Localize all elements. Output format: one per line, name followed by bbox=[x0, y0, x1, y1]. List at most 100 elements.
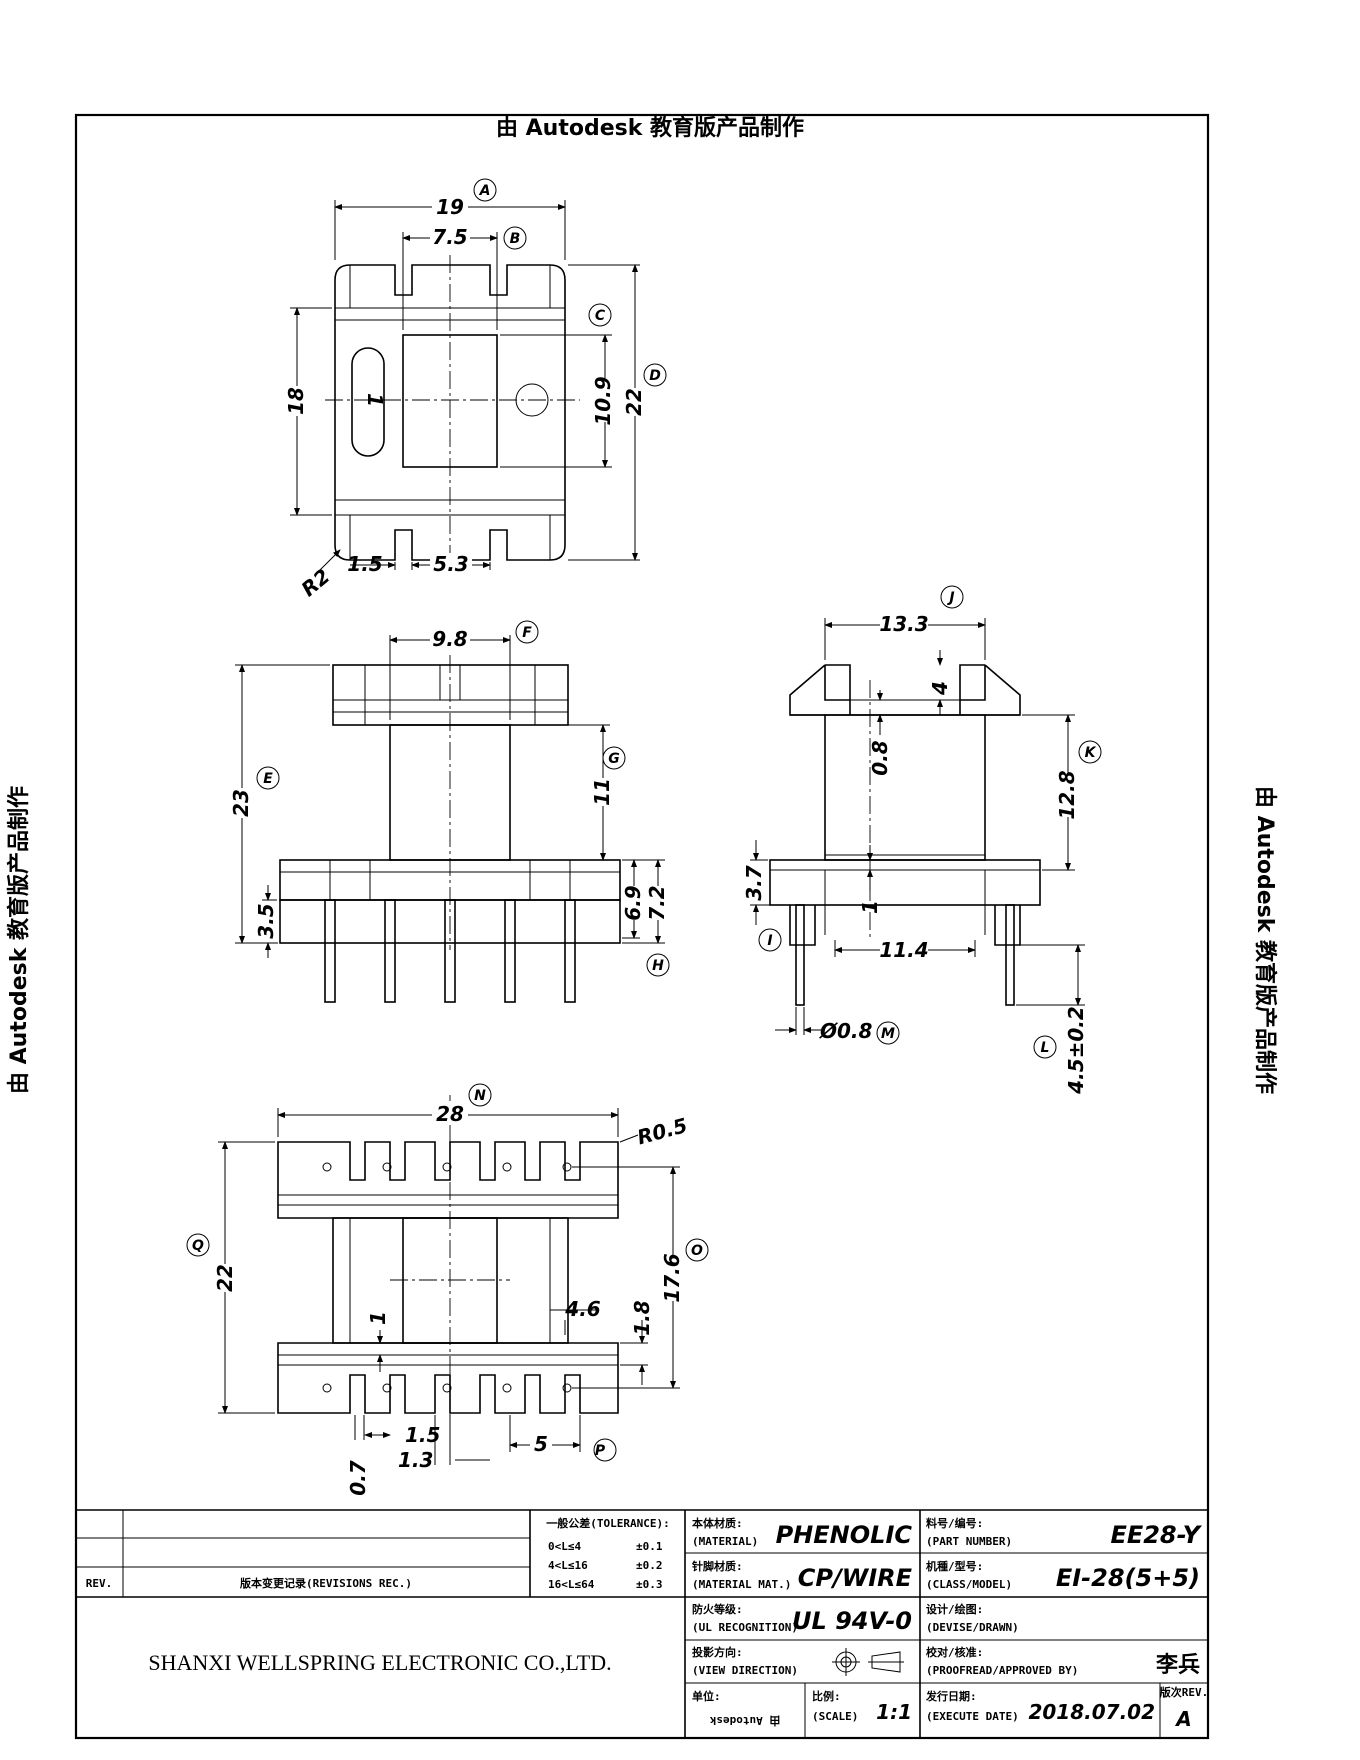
tag-C: C bbox=[588, 303, 612, 327]
unit-overlay: 由 Autodesk bbox=[709, 1714, 780, 1728]
tag-B: B bbox=[503, 226, 527, 250]
svg-text:防火等级:: 防火等级: bbox=[692, 1602, 743, 1616]
svg-text:(UL RECOGNITION): (UL RECOGNITION) bbox=[692, 1621, 798, 1634]
svg-text:1.3: 1.3 bbox=[398, 1448, 433, 1472]
tag-K: K bbox=[1078, 740, 1102, 764]
watermark-right: 由 Autodesk 教育版产品制作 bbox=[1252, 786, 1278, 1094]
revisions-label: 版本变更记录(REVISIONS REC.) bbox=[240, 1576, 412, 1590]
svg-text:16<L≤64: 16<L≤64 bbox=[548, 1578, 595, 1591]
svg-text:(MATERIAL): (MATERIAL) bbox=[692, 1535, 758, 1548]
svg-text:J: J bbox=[946, 590, 954, 606]
svg-text:C: C bbox=[595, 308, 606, 324]
svg-text:(EXECUTE DATE): (EXECUTE DATE) bbox=[926, 1710, 1019, 1723]
tag-F: F bbox=[515, 620, 539, 644]
approved-by-value: 李兵 bbox=[1155, 1653, 1200, 1678]
svg-text:D: D bbox=[649, 368, 661, 384]
svg-text:比例:: 比例: bbox=[812, 1689, 841, 1703]
part-number-value: EE28-Y bbox=[1110, 1521, 1202, 1549]
svg-text:18: 18 bbox=[284, 387, 308, 415]
svg-text:发行日期:: 发行日期: bbox=[925, 1689, 977, 1703]
tag-I: I bbox=[758, 928, 782, 952]
tag-M: M bbox=[876, 1021, 900, 1045]
execute-date-value: 2018.07.02 bbox=[1028, 1700, 1155, 1724]
wire-value: CP/WIRE bbox=[798, 1564, 913, 1592]
svg-text:11: 11 bbox=[590, 778, 614, 806]
svg-text:料号/编号:: 料号/编号: bbox=[926, 1516, 983, 1530]
tag-G: G bbox=[602, 746, 626, 770]
tag-N: N bbox=[468, 1083, 492, 1107]
svg-text:(CLASS/MODEL): (CLASS/MODEL) bbox=[926, 1578, 1012, 1591]
front-view: 9.8 23 11 3.5 6.9 7.2 bbox=[228, 626, 670, 1003]
svg-text:(MATERIAL MAT.): (MATERIAL MAT.) bbox=[692, 1578, 791, 1591]
tag-E: E bbox=[256, 766, 280, 790]
tag-J: J bbox=[940, 585, 964, 609]
svg-text:A: A bbox=[479, 183, 491, 199]
class-model-value: EI-28(5+5) bbox=[1056, 1564, 1200, 1592]
svg-text:3.7: 3.7 bbox=[742, 865, 766, 901]
svg-text:1: 1 bbox=[366, 1311, 390, 1325]
svg-text:7.5: 7.5 bbox=[432, 225, 467, 249]
svg-text:11.4: 11.4 bbox=[879, 938, 928, 962]
svg-text:10.9: 10.9 bbox=[591, 376, 615, 425]
sheet-border bbox=[74, 113, 1210, 1740]
svg-text:1.8: 1.8 bbox=[630, 1300, 654, 1336]
svg-text:(PART NUMBER): (PART NUMBER) bbox=[926, 1535, 1012, 1548]
projection-symbol-icon bbox=[832, 1648, 904, 1676]
tag-L: L bbox=[1033, 1035, 1057, 1059]
top-pin-mark: 1 bbox=[363, 393, 387, 407]
svg-text:19: 19 bbox=[436, 195, 464, 219]
front-pins bbox=[324, 899, 576, 1003]
scale-value: 1:1 bbox=[876, 1700, 912, 1724]
tag-P: P bbox=[593, 1438, 617, 1462]
watermark-top: 由 Autodesk 教育版产品制作 bbox=[496, 115, 804, 141]
tag-H: H bbox=[646, 953, 670, 977]
svg-text:6.9: 6.9 bbox=[621, 885, 645, 921]
svg-text:P: P bbox=[595, 1443, 606, 1459]
svg-text:7.2: 7.2 bbox=[645, 885, 669, 920]
material-value: PHENOLIC bbox=[776, 1521, 913, 1549]
callout-tags: A B C D E F G H I J K L M N O P Q bbox=[186, 178, 1102, 1462]
svg-text:3.5: 3.5 bbox=[254, 903, 278, 938]
svg-text:(VIEW DIRECTION): (VIEW DIRECTION) bbox=[692, 1664, 798, 1677]
top-view: 1 19 7.5 10.9 22 18 R2 bbox=[282, 193, 646, 601]
svg-text:5.3: 5.3 bbox=[433, 552, 468, 576]
svg-text:E: E bbox=[263, 771, 273, 787]
svg-text:1: 1 bbox=[858, 900, 882, 914]
side-view: 13.3 4 0.8 12.8 3.7 1 11.4 bbox=[742, 611, 1088, 1095]
svg-text:M: M bbox=[881, 1026, 895, 1042]
svg-text:H: H bbox=[652, 958, 664, 974]
tag-Q: Q bbox=[186, 1233, 210, 1257]
svg-text:单位:: 单位: bbox=[692, 1689, 721, 1703]
svg-text:K: K bbox=[1085, 745, 1097, 761]
ul-value: UL 94V-0 bbox=[792, 1607, 912, 1635]
svg-text:(PROOFREAD/APPROVED BY): (PROOFREAD/APPROVED BY) bbox=[926, 1664, 1078, 1677]
svg-text:I: I bbox=[767, 933, 772, 949]
svg-text:4.5±0.2: 4.5±0.2 bbox=[1064, 1006, 1088, 1095]
svg-text:28: 28 bbox=[436, 1102, 464, 1126]
watermark-left: 由 Autodesk 教育版产品制作 bbox=[6, 786, 32, 1094]
rev-label: REV. bbox=[86, 1577, 113, 1590]
svg-text:5: 5 bbox=[534, 1432, 548, 1456]
svg-text:B: B bbox=[510, 231, 521, 247]
bottom-pin-holes bbox=[322, 1162, 572, 1393]
svg-text:针脚材质:: 针脚材质: bbox=[692, 1559, 743, 1573]
svg-text:(SCALE): (SCALE) bbox=[812, 1710, 858, 1723]
svg-text:G: G bbox=[608, 751, 620, 767]
svg-text:17.6: 17.6 bbox=[660, 1253, 684, 1302]
svg-text:±0.3: ±0.3 bbox=[636, 1578, 663, 1591]
svg-text:O: O bbox=[691, 1243, 703, 1259]
svg-text:0<L≤4: 0<L≤4 bbox=[548, 1540, 581, 1553]
svg-text:12.8: 12.8 bbox=[1055, 770, 1079, 819]
svg-text:F: F bbox=[522, 625, 532, 641]
svg-text:±0.2: ±0.2 bbox=[636, 1559, 663, 1572]
svg-text:23: 23 bbox=[229, 789, 253, 817]
svg-text:Ø0.8: Ø0.8 bbox=[819, 1019, 873, 1043]
svg-text:4.6: 4.6 bbox=[564, 1297, 601, 1321]
company-name: SHANXI WELLSPRING ELECTRONIC CO.,LTD. bbox=[148, 1650, 611, 1675]
svg-text:1.5: 1.5 bbox=[347, 552, 382, 576]
title-block: REV. 版本变更记录(REVISIONS REC.) 一般公差(TOLERAN… bbox=[76, 1509, 1208, 1738]
svg-text:本体材质:: 本体材质: bbox=[692, 1516, 743, 1530]
svg-text:L: L bbox=[1041, 1040, 1050, 1056]
svg-text:±0.1: ±0.1 bbox=[636, 1540, 663, 1553]
svg-text:13.3: 13.3 bbox=[879, 612, 928, 636]
